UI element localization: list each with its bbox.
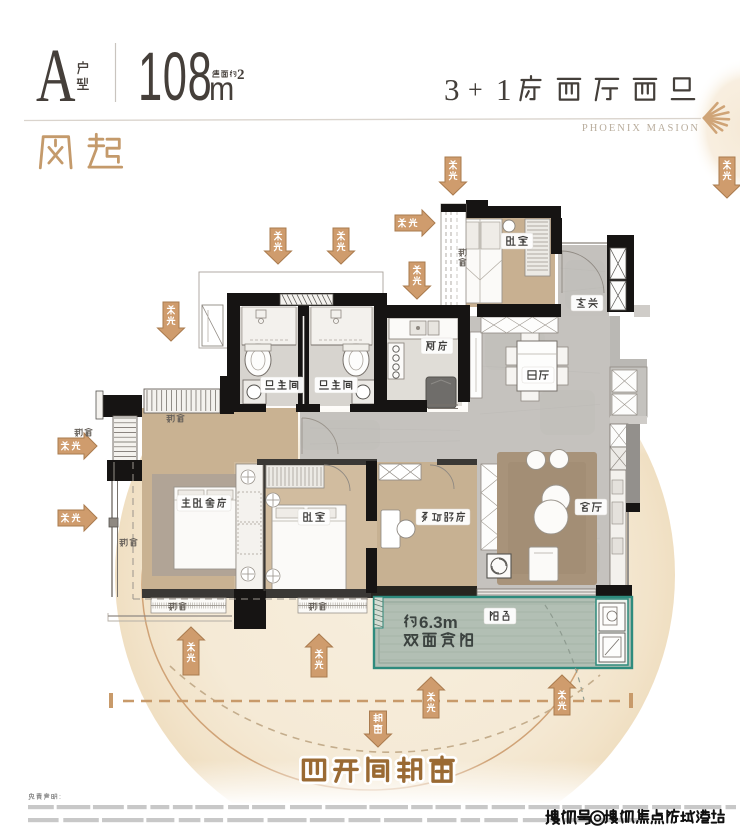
svg-text::: : [59,794,61,801]
svg-text:A: A [36,34,76,118]
svg-text:108: 108 [138,39,212,116]
svg-text:2: 2 [237,67,245,83]
svg-text:+: + [468,75,483,104]
svg-text:PHOENIX MASION: PHOENIX MASION [582,123,700,134]
svg-text:3: 3 [444,72,460,107]
svg-text:1: 1 [496,72,512,107]
svg-text:6.3m: 6.3m [419,613,458,632]
